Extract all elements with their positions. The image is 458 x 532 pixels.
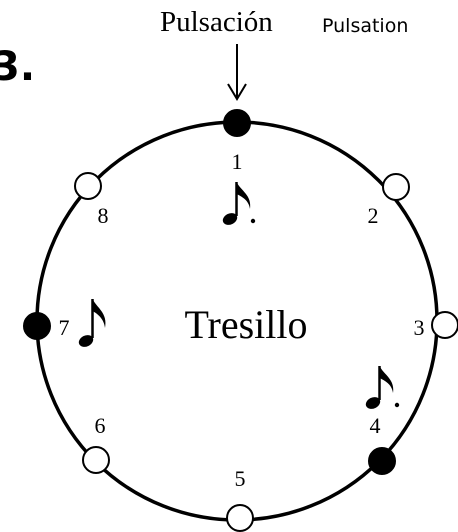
beat-numbers: 1 2 3 4 5 6 7 8 — [59, 149, 425, 491]
pulsation-label-es: Pulsación — [160, 6, 273, 38]
pulse-arrow — [227, 44, 247, 101]
beat-8-marker — [74, 172, 102, 200]
beat-markers — [23, 109, 458, 532]
beat-7-marker — [23, 312, 51, 340]
beat-5-number: 5 — [235, 466, 246, 491]
beat-7-number: 7 — [59, 315, 70, 340]
beat-5-marker — [226, 504, 254, 532]
dotted-eighth-note-icon — [222, 182, 256, 225]
pulsation-label-en: Pulsation — [322, 15, 408, 37]
beat-1-marker — [223, 109, 251, 137]
beat-4-marker — [368, 447, 396, 475]
beat-8-number: 8 — [98, 203, 109, 228]
dotted-eighth-note-icon — [365, 366, 400, 409]
beat-2-marker — [382, 173, 410, 201]
beat-2-number: 2 — [368, 203, 379, 228]
beat-1-number: 1 — [232, 149, 243, 174]
beat-6-marker — [82, 446, 110, 474]
section-number-fragment: 3. — [0, 44, 35, 90]
beat-6-number: 6 — [95, 413, 106, 438]
beat-3-number: 3 — [414, 315, 425, 340]
beat-3-marker — [431, 311, 458, 339]
eighth-note-icon — [78, 299, 106, 347]
beat-4-number: 4 — [370, 413, 381, 438]
center-label: Tresillo — [184, 302, 307, 347]
